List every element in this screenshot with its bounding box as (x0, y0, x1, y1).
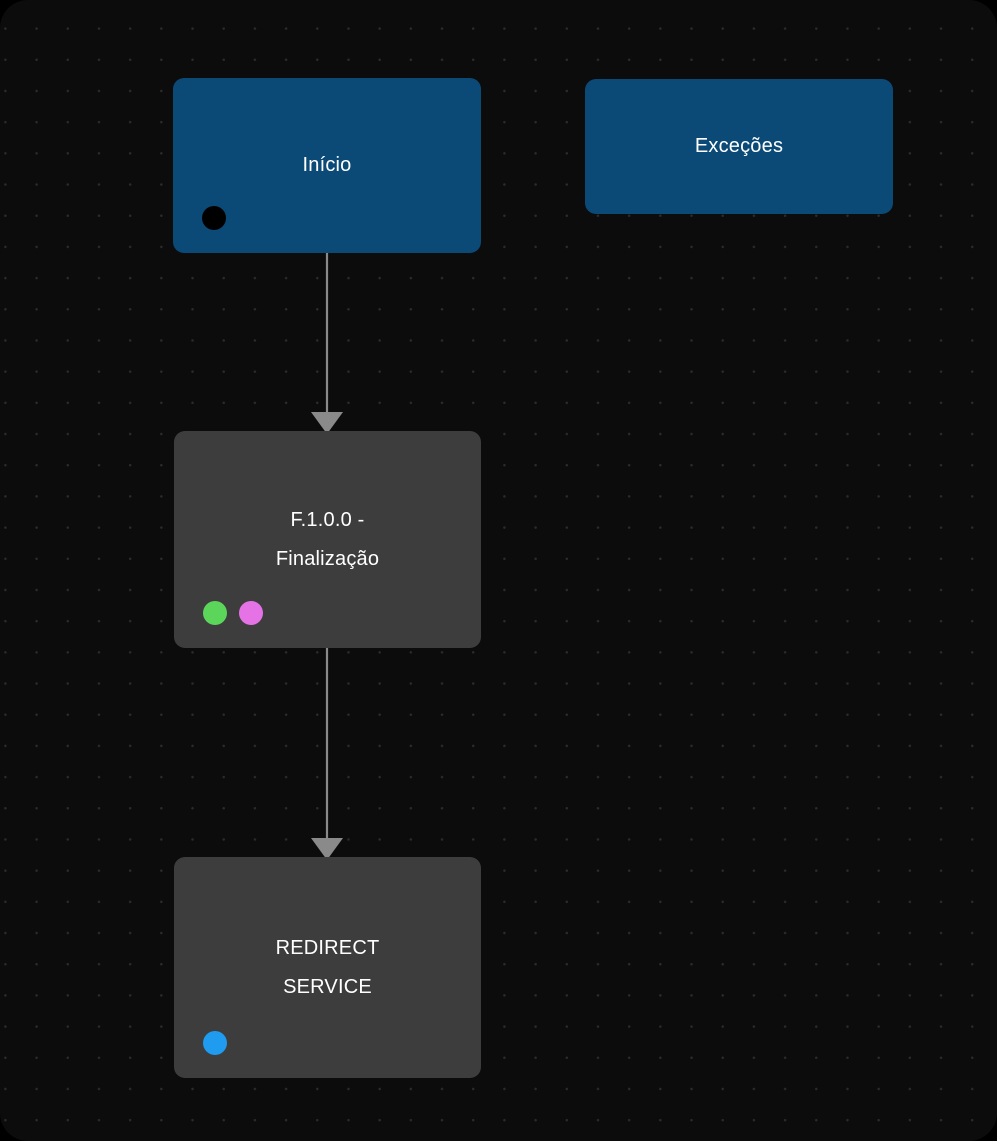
node-redirect-service[interactable]: REDIRECT SERVICE (174, 857, 481, 1078)
node-redirect-service-label: REDIRECT SERVICE (275, 936, 380, 998)
blue-status-dot[interactable] (203, 1031, 227, 1055)
node-redirect-service-badges (203, 1031, 227, 1055)
node-inicio-label: Início (302, 154, 352, 176)
edge-f100-to-redirect (311, 648, 343, 860)
node-inicio[interactable]: Início (173, 78, 481, 253)
black-status-dot[interactable] (202, 206, 226, 230)
node-f100-finalizacao-badges (203, 601, 263, 625)
edge-inicio-to-f100 (311, 253, 343, 434)
green-status-dot[interactable] (203, 601, 227, 625)
node-excecoes-label: Exceções (694, 135, 784, 157)
pink-status-dot[interactable] (239, 601, 263, 625)
node-f100-finalizacao-label: F.1.0.0 - Finalização (275, 508, 380, 570)
node-f100-finalizacao[interactable]: F.1.0.0 - Finalização (174, 431, 481, 648)
node-excecoes[interactable]: Exceções (585, 79, 893, 214)
node-inicio-badges (202, 206, 226, 230)
